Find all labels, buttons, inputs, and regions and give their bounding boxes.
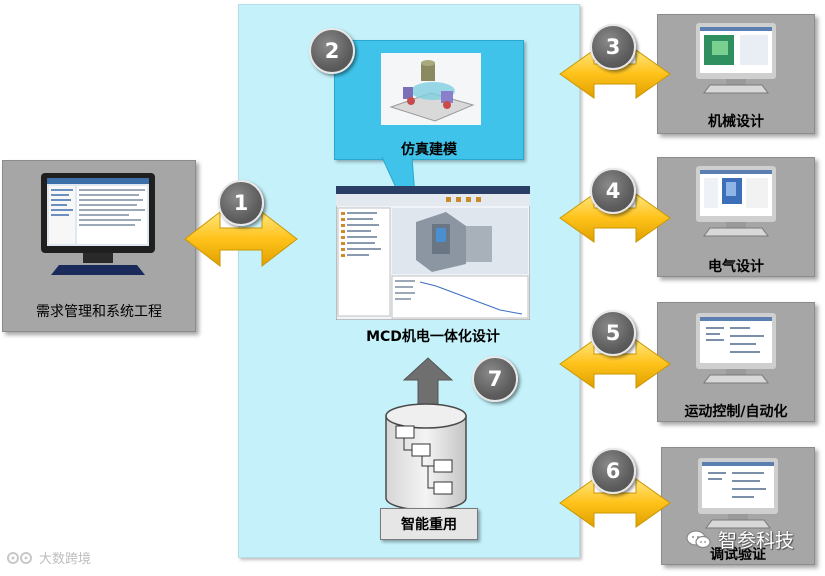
right-station-label-6: 调试验证 bbox=[710, 547, 766, 563]
right-station-box-3: 机械设计 bbox=[657, 14, 815, 134]
right-station-label-4: 电气设计 bbox=[708, 259, 764, 275]
monitor-icon bbox=[696, 313, 776, 384]
step-number-5: 5 bbox=[590, 310, 636, 356]
step-number-2: 2 bbox=[309, 28, 355, 74]
modeling-label: 仿真建模 bbox=[401, 142, 457, 158]
database-cylinder-icon bbox=[385, 403, 467, 511]
simulation-model-image bbox=[381, 53, 481, 125]
watermark-logo-icon bbox=[7, 551, 32, 564]
mcd-software-screenshot bbox=[336, 186, 530, 320]
double-arrow-6 bbox=[559, 478, 671, 528]
up-arrow bbox=[402, 357, 454, 411]
monitor-icon bbox=[41, 173, 155, 275]
double-arrow-1 bbox=[184, 210, 298, 268]
left-station-label: 需求管理和系统工程 bbox=[36, 304, 162, 320]
mcd-label: MCD机电一体化设计 bbox=[366, 329, 500, 345]
left-station-box: 需求管理和系统工程 bbox=[2, 160, 196, 332]
watermark-bottom-right: 智参科技 bbox=[686, 526, 794, 553]
watermark-bottom-left-text: 大数跨境 bbox=[39, 552, 92, 567]
monitor-icon bbox=[696, 166, 776, 237]
monitor-icon bbox=[696, 23, 776, 94]
step-number-7: 7 bbox=[472, 356, 518, 402]
step-number-1: 1 bbox=[218, 180, 264, 226]
double-arrow-5 bbox=[559, 339, 671, 389]
right-station-label-5: 运动控制/自动化 bbox=[684, 404, 788, 420]
modeling-callout: 仿真建模 bbox=[334, 40, 524, 160]
step-number-6: 6 bbox=[590, 448, 636, 494]
reuse-label: 智能重用 bbox=[401, 517, 457, 533]
watermark-bottom-left: 大数跨境 bbox=[6, 548, 91, 567]
right-station-box-5: 运动控制/自动化 bbox=[657, 302, 815, 422]
right-station-box-4: 电气设计 bbox=[657, 157, 815, 277]
right-station-label-3: 机械设计 bbox=[708, 114, 764, 130]
step-number-3: 3 bbox=[590, 24, 636, 70]
monitor-icon bbox=[698, 458, 778, 529]
reuse-label-box: 智能重用 bbox=[380, 508, 478, 540]
wechat-icon bbox=[686, 529, 711, 548]
watermark-bottom-right-text: 智参科技 bbox=[718, 530, 795, 552]
right-station-box-6: 调试验证 bbox=[661, 447, 815, 565]
step-number-4: 4 bbox=[590, 168, 636, 214]
